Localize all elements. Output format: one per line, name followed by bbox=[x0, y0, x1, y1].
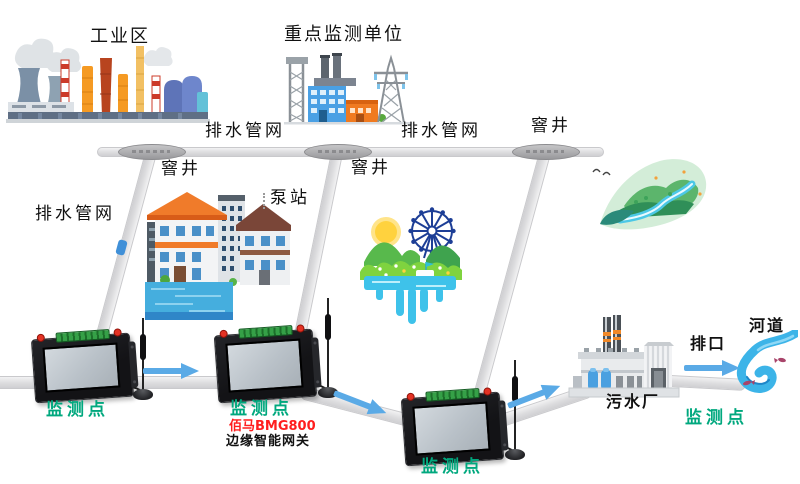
terminal-block bbox=[238, 325, 293, 339]
gateway-name-label: 边缘智能网关 bbox=[226, 434, 311, 449]
park-illustration bbox=[356, 202, 468, 328]
antenna-connector bbox=[484, 388, 491, 395]
manhole-cover-icon bbox=[118, 144, 186, 160]
sewage-plant-illustration bbox=[556, 306, 688, 402]
manhole-cover-icon bbox=[304, 144, 372, 160]
industrial-zone-illustration bbox=[6, 34, 210, 124]
pipe-network-label-1: 排水管网 bbox=[205, 121, 285, 141]
key-monitoring-unit-label: 重点监测单位 bbox=[284, 24, 404, 45]
key-unit-illustration bbox=[282, 52, 448, 128]
antenna-connector bbox=[114, 329, 121, 336]
antenna-icon bbox=[317, 298, 339, 398]
device-body bbox=[213, 325, 322, 404]
monitor-point-label-4: 监测点 bbox=[685, 408, 748, 428]
monitor-point-label-1: 监测点 bbox=[46, 400, 109, 420]
antenna-connector bbox=[407, 393, 414, 401]
monitor-point-label-3: 监测点 bbox=[421, 457, 484, 477]
birds-icon bbox=[592, 166, 614, 178]
pump-station-leader-line bbox=[263, 193, 265, 209]
pipe-network-label-2: 排水管网 bbox=[401, 121, 481, 141]
manhole-cover-icon bbox=[512, 144, 580, 160]
flow-arrow-outlet bbox=[684, 360, 740, 376]
device-screen bbox=[42, 342, 121, 393]
antenna-icon bbox=[132, 318, 154, 400]
pipe-network-label-3: 排水管网 bbox=[35, 204, 115, 224]
landscape-leaf-illustration bbox=[596, 154, 710, 236]
pump-station-label: 泵站 bbox=[270, 188, 310, 208]
antenna-connector bbox=[297, 325, 304, 332]
device-body bbox=[30, 329, 139, 404]
gateway-model-label: 佰马BMG800 bbox=[229, 419, 316, 434]
manhole-label-middle: 窨井 bbox=[351, 158, 391, 178]
gateway-device-3 bbox=[400, 388, 509, 467]
flow-arrow-3 bbox=[505, 378, 563, 413]
sewage-plant-label: 污水厂 bbox=[606, 392, 661, 411]
antenna-icon bbox=[504, 360, 526, 460]
monitor-point-label-2: 监测点 bbox=[230, 399, 293, 419]
gateway-device-2 bbox=[213, 325, 322, 404]
manhole-label-left: 窨井 bbox=[161, 159, 201, 179]
antenna-connector bbox=[37, 334, 44, 342]
antenna-connector bbox=[220, 330, 227, 338]
river-label: 河道 bbox=[749, 316, 786, 335]
device-body bbox=[400, 388, 509, 467]
industrial-zone-label: 工业区 bbox=[90, 26, 150, 47]
terminal-block bbox=[55, 329, 111, 343]
device-screen bbox=[412, 401, 491, 456]
device-screen bbox=[225, 338, 304, 393]
flow-arrow-2 bbox=[331, 386, 389, 421]
gateway-device-1 bbox=[30, 329, 139, 404]
manhole-label-right: 窨井 bbox=[531, 116, 571, 136]
outlet-label: 排口 bbox=[690, 334, 727, 353]
flow-arrow-1 bbox=[143, 363, 199, 379]
terminal-block bbox=[425, 388, 480, 402]
city-illustration bbox=[145, 190, 291, 320]
river-illustration bbox=[732, 330, 798, 402]
